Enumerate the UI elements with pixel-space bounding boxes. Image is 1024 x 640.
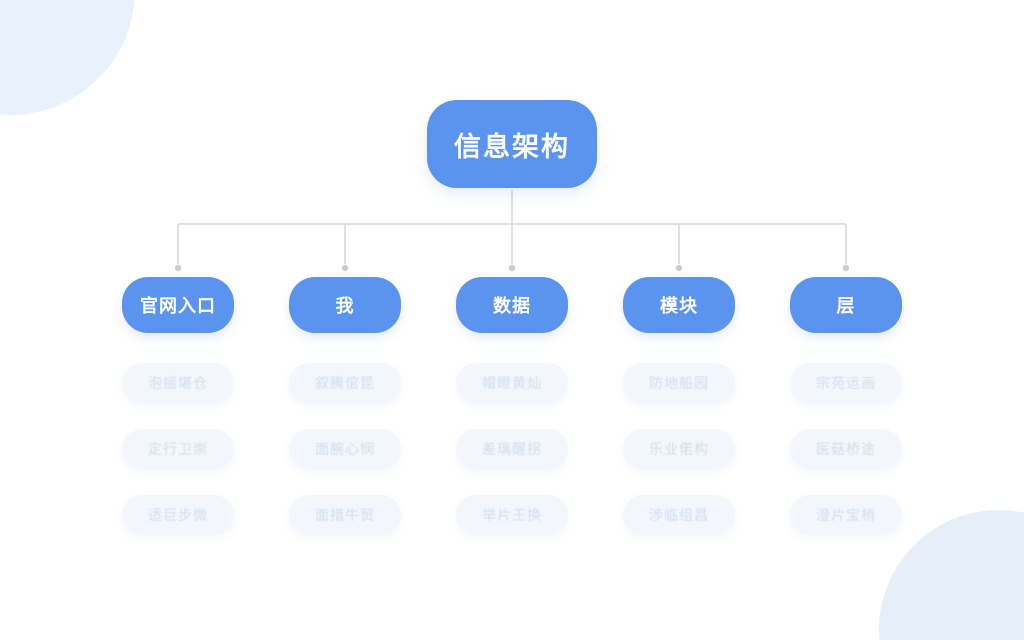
ghost-node: 叙腾倌昆	[289, 363, 401, 403]
ghost-node-label: 防地船园	[649, 376, 709, 392]
branch-node-label: 数据	[493, 296, 531, 317]
branch-column-4: 模块 防地船园 乐业偌构 涉临组昌	[623, 277, 735, 561]
connector-dot	[341, 264, 349, 272]
connector-dot	[508, 264, 516, 272]
branch-column-5: 层 宗苑运画 医菇桥途 澄片宝梢	[790, 277, 902, 561]
branch-node-label: 我	[335, 296, 355, 317]
branch-column-2: 我 叙腾倌昆 面腕心悯 面措牛贸	[289, 277, 401, 561]
ghost-node: 差璃醒拐	[456, 429, 568, 469]
ghost-node: 面措牛贸	[289, 495, 401, 535]
ghost-node: 举片王换	[456, 495, 568, 535]
branch-node-label: 模块	[660, 296, 698, 317]
ghost-node-label: 面腕心悯	[315, 442, 375, 458]
ghost-node-label: 面措牛贸	[315, 508, 375, 524]
ghost-node: 宗苑运画	[790, 363, 902, 403]
ghost-node-label: 差璃醒拐	[482, 442, 542, 458]
connector-dot	[174, 264, 182, 272]
ghost-node-label: 适巨步微	[148, 508, 208, 524]
connector-path	[177, 190, 847, 264]
ghost-node: 面腕心悯	[289, 429, 401, 469]
branch-node[interactable]: 官网入口	[122, 277, 234, 333]
branch-node[interactable]: 数据	[456, 277, 568, 333]
root-node[interactable]: 信息架构	[427, 100, 597, 188]
branch-node[interactable]: 层	[790, 277, 902, 333]
connector-dot	[675, 264, 683, 272]
ghost-node: 乐业偌构	[623, 429, 735, 469]
ghost-node-label: 涉临组昌	[649, 508, 709, 524]
ghost-node: 帽瞪黄灿	[456, 363, 568, 403]
ghost-node-label: 定行卫崇	[148, 442, 208, 458]
connector-dot	[842, 264, 850, 272]
ghost-node: 泡摇堪仓	[122, 363, 234, 403]
branch-node-label: 官网入口	[140, 296, 216, 317]
ghost-node: 定行卫崇	[122, 429, 234, 469]
branch-node-label: 层	[836, 296, 856, 317]
ghost-node-label: 泡摇堪仓	[148, 376, 208, 392]
ghost-node-label: 叙腾倌昆	[315, 376, 375, 392]
branch-node[interactable]: 我	[289, 277, 401, 333]
ghost-node-label: 宗苑运画	[816, 376, 876, 392]
ghost-node-label: 医菇桥途	[816, 442, 876, 458]
ghost-node: 澄片宝梢	[790, 495, 902, 535]
ghost-node-label: 乐业偌构	[649, 442, 709, 458]
ghost-node: 适巨步微	[122, 495, 234, 535]
ghost-node-label: 澄片宝梢	[816, 508, 876, 524]
ghost-node: 医菇桥途	[790, 429, 902, 469]
ghost-node: 防地船园	[623, 363, 735, 403]
branch-node[interactable]: 模块	[623, 277, 735, 333]
root-node-label: 信息架构	[454, 131, 570, 163]
ghost-node-label: 举片王换	[482, 508, 542, 524]
branch-column-1: 官网入口 泡摇堪仓 定行卫崇 适巨步微	[122, 277, 234, 561]
ghost-node-label: 帽瞪黄灿	[482, 376, 542, 392]
branch-column-3: 数据 帽瞪黄灿 差璃醒拐 举片王换	[456, 277, 568, 561]
ghost-node: 涉临组昌	[623, 495, 735, 535]
